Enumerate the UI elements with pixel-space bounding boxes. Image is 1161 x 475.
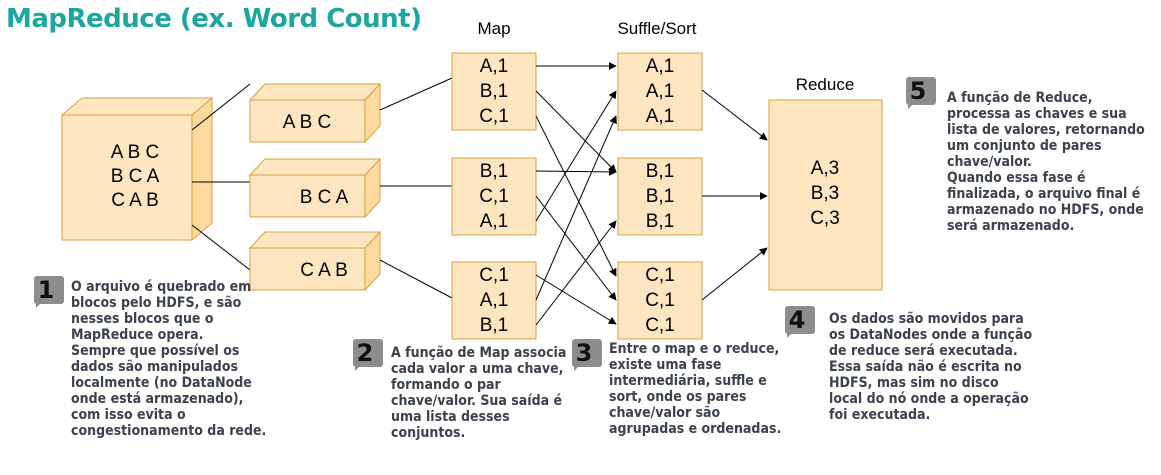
- note-number: 4: [788, 306, 806, 334]
- map-pair: A,1: [480, 290, 509, 311]
- map-pair: B,1: [480, 161, 509, 182]
- map-heading: Map: [477, 19, 510, 38]
- reduce-pair: C,3: [810, 208, 840, 229]
- shuffle-arrows: [535, 62, 617, 326]
- note-number: 5: [909, 77, 927, 105]
- shuffle-arrow: [535, 90, 617, 173]
- map-pair: B,1: [480, 315, 509, 336]
- note-number: 3: [575, 339, 593, 367]
- shuffle-pair: B,1: [646, 186, 675, 207]
- note-badge: 3: [572, 339, 602, 373]
- input-block: A B C B C A C A B: [60, 96, 214, 242]
- shuffle-pair: B,1: [646, 161, 675, 182]
- map-input-line: [379, 77, 453, 111]
- split-label: B C A: [300, 187, 349, 208]
- map-pair: C,1: [479, 186, 509, 207]
- shuffle-arrow: [535, 220, 617, 326]
- map-pair: A,1: [480, 56, 509, 77]
- speech-bubble-icon: [353, 339, 383, 367]
- shuffle-pair: A,1: [646, 56, 675, 77]
- split-block: A B C: [248, 82, 382, 144]
- map-pair: C,1: [479, 106, 509, 127]
- map-pair: B,1: [480, 81, 509, 102]
- shuffle-heading: Suffle/Sort: [617, 19, 696, 38]
- shuffle-arrow: [535, 90, 617, 222]
- reduce-arrow: [701, 247, 768, 301]
- shuffle-pair: C,1: [645, 290, 675, 311]
- split-line: [191, 224, 251, 271]
- reduce-pair: A,3: [811, 158, 840, 179]
- note-badge: 1: [34, 276, 64, 310]
- speech-bubble-icon: [785, 306, 815, 334]
- shuffle-pair: A,1: [646, 81, 675, 102]
- speech-bubble-icon: [572, 339, 602, 367]
- map-pair: A,1: [480, 211, 509, 232]
- note-text: O arquivo é quebrado em blocos pelo HDFS…: [71, 279, 267, 439]
- shuffle-box: B,1 B,1 B,1: [617, 157, 703, 236]
- split-block: C A B: [248, 230, 382, 292]
- reduce-arrow: [701, 89, 768, 141]
- note-text: A função de Map associa cada valor a uma…: [391, 345, 567, 441]
- page-title: MapReduce (ex. Word Count): [6, 4, 422, 34]
- split-block: B C A: [248, 157, 382, 219]
- note-text: A função de Reduce, processa as chaves e…: [947, 90, 1145, 234]
- speech-bubble-icon: [34, 276, 64, 304]
- reduce-box: A,3 B,3 C,3: [768, 99, 883, 291]
- split-label: A B C: [283, 112, 332, 133]
- input-line: C A B: [111, 190, 159, 211]
- shuffle-arrow: [535, 115, 617, 277]
- map-box: B,1 C,1 A,1: [451, 157, 537, 236]
- speech-bubble-icon: [906, 77, 936, 105]
- note-text: Os dados são movidos para os DataNodes o…: [829, 311, 1033, 423]
- map-box: C,1 A,1 B,1: [451, 261, 537, 340]
- note-number: 2: [356, 339, 374, 367]
- input-line: B C A: [111, 166, 160, 187]
- split-line: [191, 83, 251, 131]
- shuffle-pair: A,1: [646, 106, 675, 127]
- input-line: A B C: [111, 142, 160, 163]
- note-text: Entre o map e o reduce, existe uma fase …: [609, 341, 782, 437]
- note-badge: 2: [353, 339, 383, 373]
- shuffle-pair: C,1: [645, 265, 675, 286]
- note-badge: 4: [785, 306, 815, 340]
- map-box: A,1 B,1 C,1: [451, 52, 537, 131]
- map-pair: C,1: [479, 265, 509, 286]
- shuffle-arrow: [535, 115, 617, 301]
- shuffle-arrow: [535, 167, 617, 176]
- shuffle-arrow: [535, 274, 617, 325]
- shuffle-pair: C,1: [645, 315, 675, 336]
- map-input-line: [379, 259, 453, 299]
- shuffle-arrow: [535, 195, 617, 301]
- shuffle-box: A,1 A,1 A,1: [617, 52, 703, 131]
- reduce-heading: Reduce: [796, 75, 855, 94]
- shuffle-pair: B,1: [646, 211, 675, 232]
- note-number: 1: [37, 276, 55, 304]
- split-label: C A B: [300, 260, 348, 281]
- shuffle-box: C,1 C,1 C,1: [617, 261, 703, 340]
- reduce-pair: B,3: [811, 183, 840, 204]
- note-badge: 5: [906, 77, 936, 111]
